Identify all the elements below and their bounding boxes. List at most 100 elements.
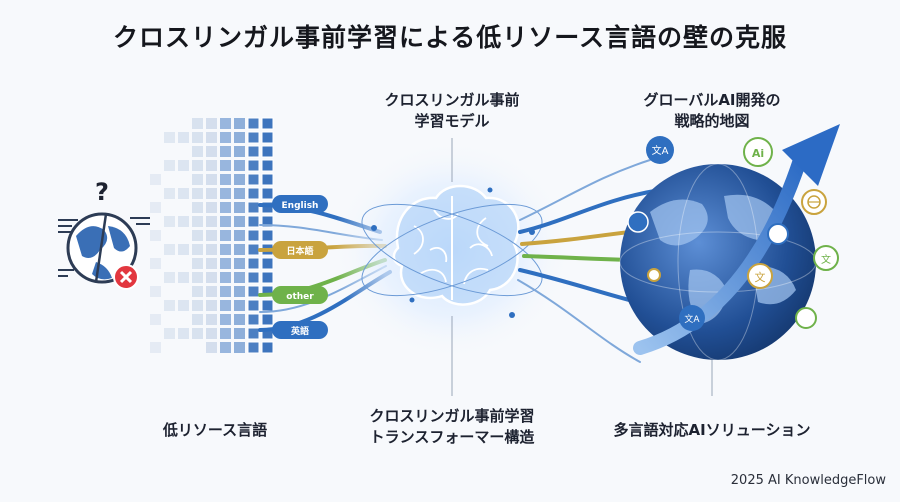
svg-text:文: 文 <box>821 253 831 266</box>
pixel-cell <box>220 216 231 227</box>
pixel-cell <box>206 174 217 185</box>
translate-icon <box>646 136 674 164</box>
pixel-cell <box>234 244 245 255</box>
error-x-icon <box>113 264 139 290</box>
pixel-cell <box>192 174 203 185</box>
pixel-cell <box>192 244 203 255</box>
pixel-cell <box>234 132 245 143</box>
pixel-cell <box>220 230 231 241</box>
pixel-cell <box>220 342 231 353</box>
pixel-cell <box>234 328 245 339</box>
low-resource-label: 低リソース言語 <box>140 420 290 441</box>
pixel-cell <box>192 216 203 227</box>
document-icon <box>627 211 649 233</box>
pixel-cell <box>206 300 217 311</box>
pixel-cell <box>247 215 260 228</box>
pixel-cell <box>247 229 260 242</box>
pixel-cell <box>164 188 175 199</box>
pixel-cell <box>206 244 217 255</box>
language-tags: English 日本語 other 英語 <box>272 195 328 339</box>
pixel-cell <box>247 341 260 354</box>
pixel-cell <box>206 258 217 269</box>
pixel-cell <box>220 272 231 283</box>
pixel-cell <box>178 188 189 199</box>
pixel-cell <box>192 118 203 129</box>
pixel-cell <box>220 188 231 199</box>
pixel-cell <box>247 117 260 130</box>
pixel-cell <box>192 230 203 241</box>
ai-icon <box>743 137 773 167</box>
pixel-cell <box>206 146 217 157</box>
pixel-cell <box>178 244 189 255</box>
pixel-cell <box>150 286 161 297</box>
pixel-cell <box>192 272 203 283</box>
pixel-cell <box>150 258 161 269</box>
pixel-cell <box>192 146 203 157</box>
translate-icon-2-glyph: 文A <box>684 313 700 325</box>
broken-globe-icon <box>58 212 150 284</box>
pixel-cell <box>261 271 274 284</box>
translate-icon-2 <box>679 305 705 331</box>
tag-eigo-label: 英語 <box>290 325 309 337</box>
pixel-cell <box>178 160 189 171</box>
pixel-cell <box>234 146 245 157</box>
question-mark: ? <box>95 178 109 206</box>
pixel-cell <box>234 174 245 185</box>
pixel-cell <box>192 258 203 269</box>
pixel-cell <box>178 328 189 339</box>
model-label: クロスリンガル事前 学習モデル <box>362 90 542 132</box>
pixel-cell <box>192 328 203 339</box>
pixel-cell <box>261 117 274 130</box>
pixel-cell <box>234 160 245 171</box>
chat-icon <box>767 223 789 245</box>
pixel-cell <box>234 230 245 241</box>
pixel-cell <box>178 300 189 311</box>
pixel-cell <box>247 131 260 144</box>
pixel-cell <box>261 145 274 158</box>
pixel-cell <box>247 257 260 270</box>
pixel-cell <box>220 160 231 171</box>
pixel-cell <box>192 202 203 213</box>
pixel-cell <box>261 229 274 242</box>
pixel-cell <box>220 118 231 129</box>
map-label-line2: 戦略的地図 <box>674 112 750 130</box>
pixel-cell <box>164 300 175 311</box>
pixel-cell <box>247 313 260 326</box>
pixel-cell <box>150 174 161 185</box>
pixel-cell <box>206 132 217 143</box>
pixel-cell <box>150 342 161 353</box>
pixel-cell <box>247 187 260 200</box>
pixel-cell <box>234 202 245 213</box>
pixel-cell <box>247 243 260 256</box>
pixel-cell <box>234 342 245 353</box>
pixel-cell <box>247 271 260 284</box>
pixel-cell <box>178 132 189 143</box>
pixel-cell <box>206 286 217 297</box>
ai-icon-glyph: Ai <box>752 147 764 160</box>
pixel-cell <box>164 272 175 283</box>
pixel-cell <box>164 216 175 227</box>
solution-label-text: 多言語対応AIソリューション <box>613 421 811 439</box>
pixel-cell <box>164 328 175 339</box>
pixel-cell <box>192 160 203 171</box>
pixel-cell <box>247 145 260 158</box>
pixel-cell <box>234 272 245 283</box>
pixel-cell <box>178 272 189 283</box>
tag-english-label: English <box>282 201 319 211</box>
pixel-cell <box>261 313 274 326</box>
pixel-grid <box>150 117 274 354</box>
low-resource-label-text: 低リソース言語 <box>162 421 268 439</box>
pixel-cell <box>192 300 203 311</box>
pixel-cell <box>247 327 260 340</box>
pixel-cell <box>220 202 231 213</box>
pixel-cell <box>234 216 245 227</box>
pixel-cell <box>220 314 231 325</box>
language-icon <box>813 245 839 271</box>
tag-other <box>272 286 328 304</box>
pixel-cell <box>164 132 175 143</box>
pixel-cell <box>261 187 274 200</box>
pixel-cell <box>261 299 274 312</box>
model-label-line2: 学習モデル <box>414 112 490 130</box>
model-label-line1: クロスリンガル事前 <box>384 91 520 109</box>
